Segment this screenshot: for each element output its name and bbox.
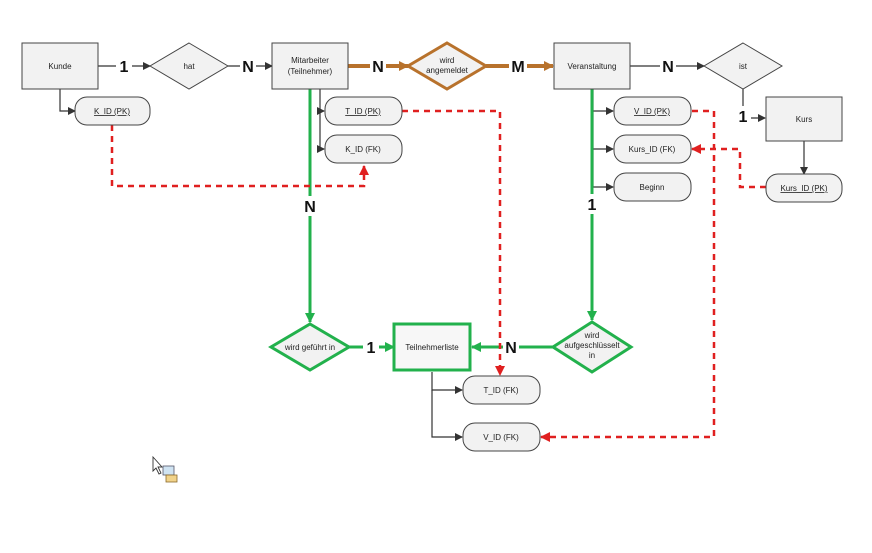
relation-wird-aufgeschluesselt-in[interactable]: wird aufgeschlüsselt in	[550, 320, 634, 374]
fk-kursid-reference	[691, 144, 766, 189]
cardinality-mitarbeiter-gefuehrt: N	[304, 199, 316, 216]
fk-kid-reference	[110, 125, 369, 188]
attribute-veranstaltung-v-id-pk[interactable]: V_ID (PK)	[613, 96, 692, 126]
attribute-veranstaltung-kurs-id-fk[interactable]: Kurs_ID (FK)	[613, 134, 692, 164]
relation-label: wird geführt in	[284, 343, 335, 352]
relation-hat[interactable]: hat	[149, 42, 229, 90]
cardinality-kunde-hat: 1	[120, 59, 129, 76]
entity-label: Veranstaltung	[568, 62, 617, 71]
attribute-label: Kurs_ID (PK)	[780, 184, 827, 193]
attribute-label: V_ID (FK)	[483, 433, 519, 442]
attribute-mitarbeiter-t-id-pk[interactable]: T_ID (PK)	[324, 96, 403, 126]
edge-kunde-kid	[59, 89, 76, 115]
attribute-kunde-k-id-pk[interactable]: K_ID (PK)	[74, 96, 151, 126]
relation-wird-angemeldet[interactable]: wird angemeldet	[405, 41, 489, 91]
entity-label: Teilnehmerliste	[405, 343, 459, 352]
relation-label: wird	[439, 56, 455, 65]
entity-label: Kunde	[48, 62, 72, 71]
entity-kunde[interactable]: Kunde	[21, 42, 99, 90]
fk-vid-reference	[540, 109, 716, 442]
edge-veranstaltung-beginn	[592, 149, 614, 191]
cardinality-gefuehrt-liste: 1	[367, 340, 376, 357]
cardinality-ist-kurs: 1	[739, 109, 748, 126]
attribute-kurs-kurs-id-pk[interactable]: Kurs_ID (PK)	[765, 173, 843, 203]
cardinality-mitarbeiter-angemeldet: N	[372, 59, 384, 76]
attribute-label: T_ID (PK)	[345, 107, 381, 116]
attribute-label: K_ID (FK)	[345, 145, 381, 154]
cardinality-veranstaltung-ist: N	[662, 59, 674, 76]
entity-label: Kurs	[796, 115, 812, 124]
attribute-label: V_ID (PK)	[634, 107, 670, 116]
edge-mitarbeiter-kidfk	[317, 111, 325, 153]
attribute-label: Kurs_ID (FK)	[629, 145, 676, 154]
edge-veranstaltung-kursid	[592, 111, 614, 153]
cardinality-hat-mitarbeiter: N	[242, 59, 254, 76]
entity-kurs[interactable]: Kurs	[765, 96, 843, 142]
cardinality-liste-aufgeschluesselt: N	[505, 340, 517, 357]
entity-veranstaltung[interactable]: Veranstaltung	[553, 42, 631, 90]
edge-veranstaltung-vid	[592, 89, 614, 115]
entity-label: Mitarbeiter	[291, 56, 329, 65]
cardinality-angemeldet-veranstaltung: M	[511, 59, 524, 76]
relation-label-sub2: in	[589, 351, 595, 360]
relation-label: hat	[183, 62, 195, 71]
entity-teilnehmerliste[interactable]: Teilnehmerliste	[392, 322, 472, 372]
attribute-veranstaltung-beginn[interactable]: Beginn	[613, 172, 692, 202]
attribute-label: Beginn	[640, 183, 665, 192]
cardinality-veranstaltung-aufgeschluesselt: 1	[588, 197, 597, 214]
relation-label: ist	[739, 62, 748, 71]
attribute-label: K_ID (PK)	[94, 107, 130, 116]
edge-mitarbeiter-tid	[317, 89, 325, 115]
edge-liste-vid	[431, 390, 463, 441]
attribute-liste-v-id-fk[interactable]: V_ID (FK)	[462, 422, 541, 452]
attribute-mitarbeiter-k-id-fk[interactable]: K_ID (FK)	[324, 134, 403, 164]
entity-mitarbeiter[interactable]: Mitarbeiter (Teilnehmer)	[271, 42, 349, 90]
relation-label-sub: angemeldet	[426, 66, 469, 75]
relation-label: wird	[584, 331, 600, 340]
edge-liste-tid	[431, 372, 463, 394]
entity-label-sub: (Teilnehmer)	[288, 67, 333, 76]
attribute-label: T_ID (FK)	[483, 386, 518, 395]
relation-wird-gefuehrt-in[interactable]: wird geführt in	[268, 322, 352, 372]
relation-label-sub: aufgeschlüsselt	[564, 341, 620, 350]
relation-ist[interactable]: ist	[703, 42, 783, 90]
mouse-pointer-icon	[152, 455, 178, 483]
attribute-liste-t-id-fk[interactable]: T_ID (FK)	[462, 375, 541, 405]
